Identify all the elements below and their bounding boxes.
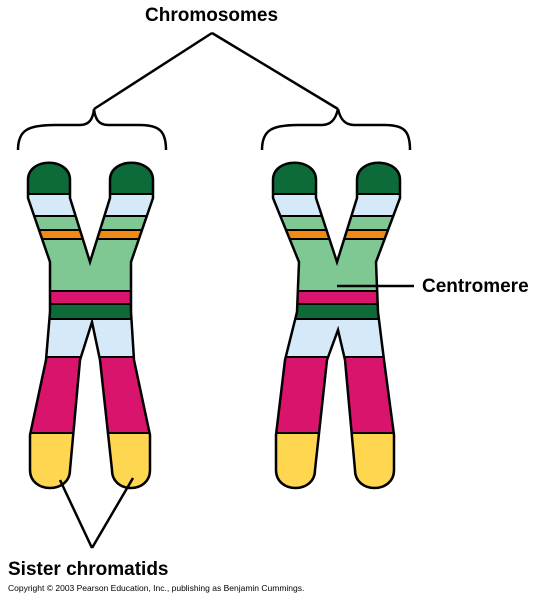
- band-magenta-thin: [273, 291, 400, 304]
- band-light-green-centromere: [28, 239, 153, 291]
- band-dark-green-mid: [28, 304, 153, 319]
- left-brace: [16, 108, 168, 151]
- band-dark-green-top: [273, 162, 400, 194]
- band-dark-green-mid: [273, 304, 400, 319]
- right-brace: [260, 108, 412, 151]
- band-light-green-centromere: [273, 239, 400, 291]
- band-light-green-1: [273, 216, 400, 230]
- band-orange: [273, 230, 400, 239]
- centromere-label: Centromere: [422, 276, 529, 297]
- band-light-blue-2: [28, 319, 153, 357]
- chromosomes-label: Chromosomes: [145, 5, 279, 26]
- chromosomes-pointer: [93, 31, 339, 111]
- band-magenta-thin: [28, 291, 153, 304]
- sister-chromatids-pointer: [58, 477, 135, 549]
- copyright-notice: Copyright © 2003 Pearson Education, Inc.…: [8, 583, 305, 593]
- sister-chromatids-label: Sister chromatids: [8, 559, 169, 580]
